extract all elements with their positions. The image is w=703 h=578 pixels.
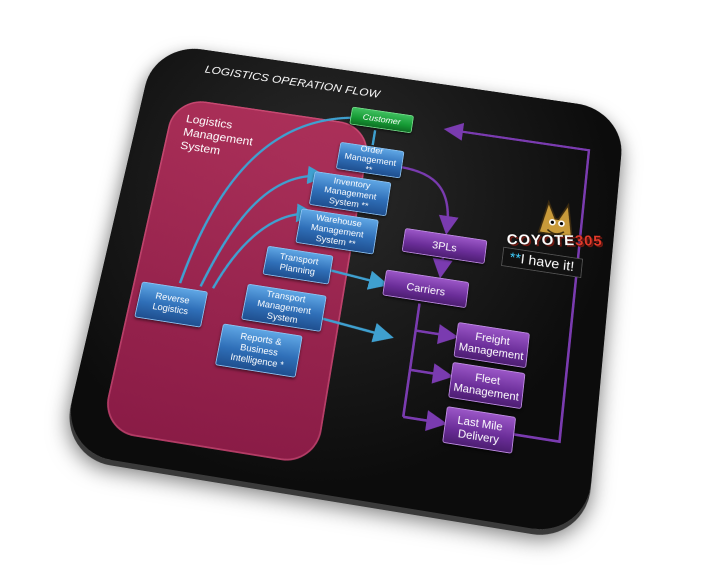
coyote-logo-word: COYOTE — [507, 231, 576, 248]
coyote-logo-number: 305 — [575, 232, 603, 248]
arrow-carriers-branch — [403, 303, 419, 416]
arrow-to-lastmile — [403, 417, 442, 423]
coyote-logo: COYOTE305 — [500, 185, 609, 294]
stem-order — [373, 130, 375, 145]
tilted-board-group: LOGISTICS OPERATION FLOW Logistics Manag… — [5, 30, 664, 578]
arrow-to-fleet — [410, 370, 448, 376]
diagram-board: LOGISTICS OPERATION FLOW Logistics Manag… — [60, 43, 625, 538]
diagram-stage: LOGISTICS OPERATION FLOW Logistics Manag… — [0, 0, 703, 566]
arrow-to-freight — [416, 331, 454, 337]
arrow-tms-to-lastmile — [313, 317, 390, 337]
arrow-3pls-to-carriers — [441, 258, 443, 274]
coyote-logo-text: COYOTE305 — [505, 231, 605, 249]
